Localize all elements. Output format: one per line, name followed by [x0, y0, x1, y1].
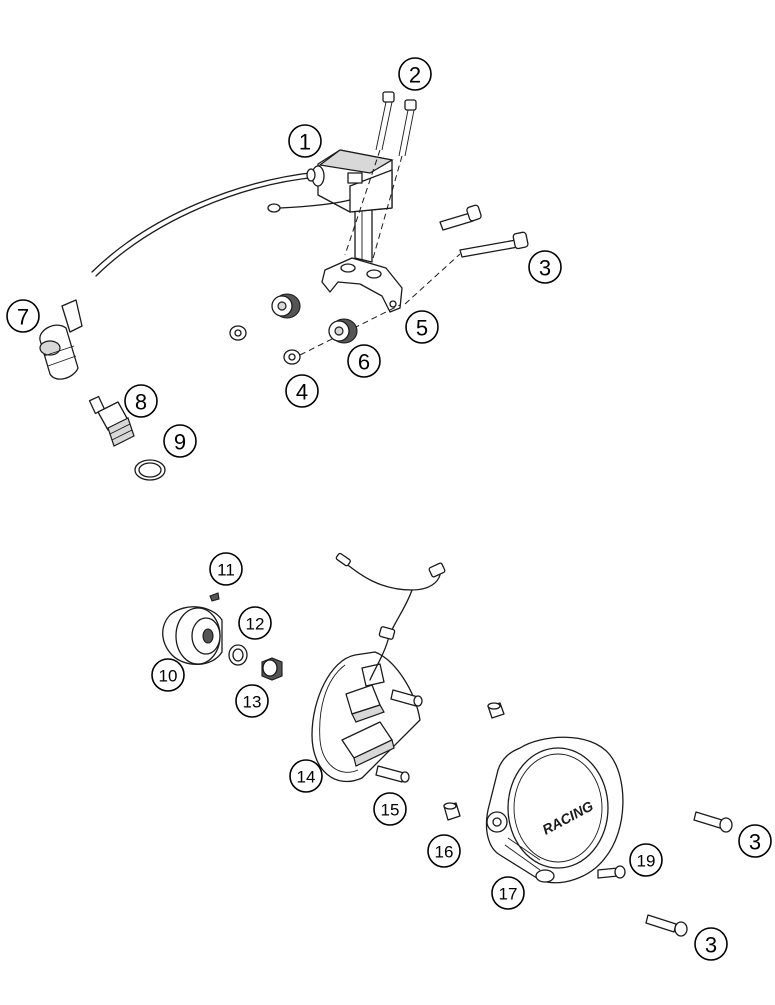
- callout-15: 15: [373, 792, 407, 826]
- bolt-2a: [375, 91, 395, 151]
- bolt-2b: [398, 99, 417, 157]
- callout-label: 3: [539, 256, 551, 281]
- guide-line-2a: [344, 149, 381, 256]
- stator-screw-lower: [375, 765, 410, 783]
- ignition-cover: RACING: [485, 736, 624, 884]
- callout-13: 13: [235, 684, 269, 718]
- callout-19: 19: [629, 843, 663, 877]
- cover-screw-3-bottom: [645, 914, 688, 937]
- spark-plug: [88, 395, 135, 447]
- cover-screw-3-right: [693, 811, 733, 833]
- rotor-nut: [261, 657, 283, 681]
- callout-label: 6: [358, 350, 370, 375]
- callout-3-right: 3: [738, 824, 772, 858]
- ignition-coil: [267, 149, 403, 313]
- woodruff-key: [209, 592, 220, 602]
- callout-2: 2: [398, 57, 432, 91]
- high-tension-lead: [91, 171, 319, 277]
- cover-screw-19: [597, 865, 626, 879]
- callout-label: 8: [135, 390, 147, 415]
- callout-label: 7: [17, 305, 29, 330]
- callout-5: 5: [405, 310, 439, 344]
- washer: [228, 644, 248, 666]
- callout-14: 14: [289, 759, 323, 793]
- stator: [311, 651, 421, 783]
- sealing-ring: [134, 459, 166, 481]
- rubber-grommet-lower: [328, 318, 358, 344]
- callout-11: 11: [209, 552, 243, 586]
- rubber-grommet-upper: [271, 293, 301, 319]
- bolt-mid: [439, 204, 482, 231]
- callout-label: 9: [174, 430, 186, 455]
- guide-line-2b: [371, 155, 403, 263]
- callout-6: 6: [347, 344, 381, 378]
- callout-label: 1: [299, 130, 311, 155]
- callout-10: 10: [151, 658, 185, 692]
- callout-9: 9: [163, 424, 197, 458]
- callout-17: 17: [491, 876, 525, 910]
- stator-cable: [335, 552, 446, 681]
- callout-label: 14: [297, 768, 316, 787]
- dowel-pin-upper: [487, 702, 505, 719]
- callout-label: 4: [296, 380, 308, 405]
- bolt-3-upper: [459, 231, 529, 258]
- callout-label: 15: [381, 801, 400, 820]
- callout-label: 16: [435, 843, 454, 862]
- callout-label: 17: [499, 885, 518, 904]
- callout-7: 7: [6, 299, 40, 333]
- spark-plug-cap: [39, 299, 83, 380]
- rotor: [162, 606, 223, 666]
- callout-label: 3: [705, 933, 717, 958]
- callout-4: 4: [285, 374, 319, 408]
- stator-screw-upper: [390, 689, 423, 707]
- sleeve-upper: [229, 325, 247, 341]
- callout-label: 3: [749, 830, 761, 855]
- callout-label: 11: [217, 561, 235, 580]
- callout-12: 12: [238, 606, 272, 640]
- callout-label: 19: [637, 852, 656, 871]
- callout-3-bottom: 3: [694, 927, 728, 961]
- callout-label: 10: [159, 667, 178, 686]
- callout-16: 16: [427, 834, 461, 868]
- callout-8: 8: [124, 384, 158, 418]
- callout-label: 13: [243, 693, 262, 712]
- callout-1: 1: [288, 124, 322, 158]
- callout-label: 5: [416, 316, 428, 341]
- guide-line-3: [404, 253, 461, 305]
- callout-3-upper: 3: [528, 250, 562, 284]
- sleeve-lower: [283, 349, 301, 365]
- callout-label: 12: [246, 615, 265, 634]
- callout-label: 2: [409, 63, 421, 88]
- dowel-pin-lower: [443, 802, 461, 821]
